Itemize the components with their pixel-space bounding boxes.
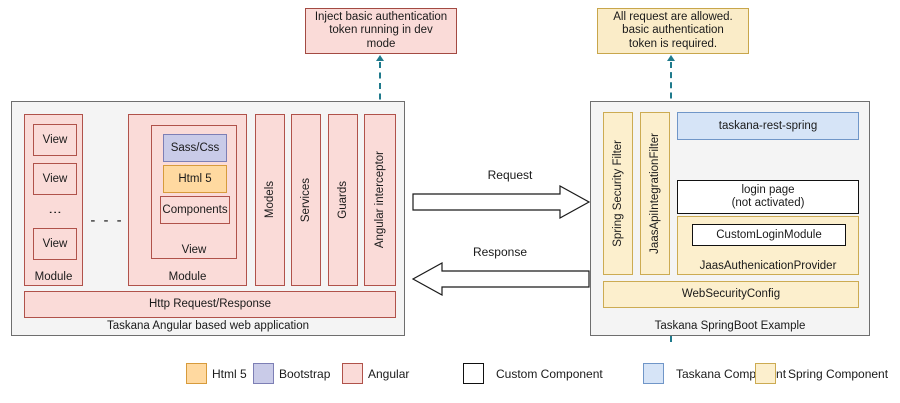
module-b-view[interactable]: Sass/Css Html 5 Components View [151,125,237,259]
taskana-rest-spring-label: taskana-rest-spring [718,119,818,132]
custom-login-module-label: CustomLoginModule [716,228,822,241]
module-b-html5[interactable]: Html 5 [163,165,227,193]
module-a[interactable]: View View ⋮ View Module [24,114,83,286]
web-security-config[interactable]: WebSecurityConfig [603,281,859,308]
column-models[interactable]: Models [255,114,285,286]
client-panel: View View ⋮ View Module - - - Sass/Css H… [11,101,405,336]
legend-swatch-custom-icon [463,363,484,384]
spring-security-filter-label: Spring Security Filter [612,140,624,247]
module-b-html5-label: Html 5 [178,172,212,185]
modules-separator: - - - [88,211,126,229]
module-b[interactable]: Sass/Css Html 5 Components View Module [128,114,247,286]
legend-item-custom-component: Custom Component [463,363,603,384]
legend: Html 5 Bootstrap Angular Custom Componen… [0,355,900,391]
module-b-sass-css[interactable]: Sass/Css [163,134,227,162]
legend-item-bootstrap: Bootstrap [253,363,330,384]
taskana-rest-spring[interactable]: taskana-rest-spring [677,112,859,140]
legend-swatch-angular-icon [342,363,363,384]
http-request-response-bar[interactable]: Http Request/Response [24,291,396,318]
column-services[interactable]: Services [291,114,321,286]
jaas-authenication-provider[interactable]: CustomLoginModule JaasAuthenicationProvi… [677,216,859,275]
spring-security-filter[interactable]: Spring Security Filter [603,112,633,275]
request-label: Request [487,168,533,182]
column-angular-interceptor-label: Angular interceptor [374,151,386,249]
legend-label-angular: Angular [368,366,410,381]
legend-item-html5: Html 5 [186,363,247,384]
column-angular-interceptor[interactable]: Angular interceptor [364,114,396,286]
modules-separator-label: - - - [90,211,124,229]
request-arrow [412,185,590,219]
connector-arrow-spring [667,55,675,61]
legend-label-spring-component: Spring Component [788,366,889,381]
column-guards[interactable]: Guards [328,114,358,286]
login-page-line2: (not activated) [731,197,805,209]
module-b-components[interactable]: Components [160,196,230,224]
callout-angular-line1: Inject basic authentication [314,10,448,23]
callout-spring-line1: All request are allowed. [613,10,733,23]
module-a-view-3-label: View [42,237,68,250]
module-a-label: Module [34,271,73,283]
callout-angular-interceptor: Inject basic authentication token runnin… [305,8,457,54]
custom-login-module[interactable]: CustomLoginModule [692,224,846,246]
column-services-label: Services [300,177,312,223]
jaas-api-integration-filter-label: JaasApiIntegrationFilter [649,133,661,254]
login-page-line1: login page [741,184,795,196]
connector-arrow-angular [376,55,384,61]
legend-item-spring-component: Spring Component [755,363,888,384]
legend-label-bootstrap: Bootstrap [279,366,331,381]
module-b-components-label: Components [162,203,228,216]
column-guards-label: Guards [337,181,349,219]
callout-angular-line2: token running in dev [329,24,433,37]
legend-label-custom-component: Custom Component [496,366,603,381]
jaas-authenication-provider-label: JaasAuthenicationProvider [699,260,837,272]
legend-swatch-taskana-icon [643,363,664,384]
module-b-view-label: View [181,244,207,256]
column-models-label: Models [264,181,276,219]
login-page[interactable]: login page (not activated) [677,180,859,214]
callout-spring-line2: basic authentication [622,24,724,37]
server-panel-caption: Taskana SpringBoot Example [654,320,806,332]
module-a-view-2[interactable]: View [33,163,77,195]
legend-swatch-bootstrap-icon [253,363,274,384]
module-a-view-1-label: View [42,133,68,146]
legend-item-angular: Angular [342,363,409,384]
legend-swatch-spring-icon [755,363,776,384]
module-a-view-2-label: View [42,172,68,185]
callout-spring-line3: token is required. [628,37,718,50]
legend-swatch-html5-icon [186,363,207,384]
web-security-config-label: WebSecurityConfig [681,288,781,300]
module-a-ellipsis: ⋮ [33,199,77,225]
callout-spring-security: All request are allowed. basic authentic… [597,8,749,54]
module-a-view-1[interactable]: View [33,124,77,156]
legend-label-html5: Html 5 [212,366,247,381]
jaas-api-integration-filter[interactable]: JaasApiIntegrationFilter [640,112,670,275]
response-arrow [412,262,590,296]
module-b-sass-css-label: Sass/Css [170,141,220,154]
client-panel-caption: Taskana Angular based web application [106,320,310,332]
connector-line-angular [379,62,381,110]
vertical-ellipsis: ⋮ [48,205,63,219]
http-request-response-label: Http Request/Response [148,298,272,310]
module-a-view-3[interactable]: View [33,228,77,260]
server-panel: Spring Security Filter JaasApiIntegratio… [590,101,870,336]
module-b-label: Module [168,271,207,283]
response-label: Response [472,245,528,259]
callout-angular-line3: mode [366,37,396,50]
